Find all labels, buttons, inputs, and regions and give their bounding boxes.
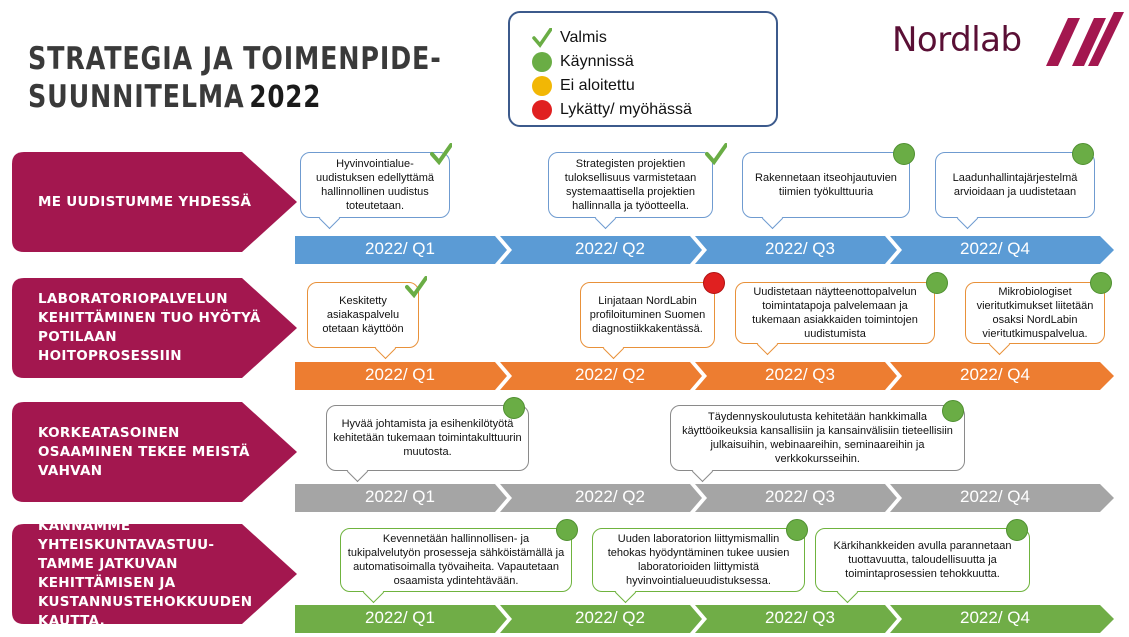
timeline-row-4: 2022/ Q1 2022/ Q2 2022/ Q3 2022/ Q4 (295, 605, 1115, 633)
nordlab-logo: Nordlab (892, 10, 1124, 70)
green-dot-icon (1072, 143, 1094, 165)
quarter-label: 2022/ Q1 (365, 365, 435, 384)
task-bubble: Kärkihankkeiden avulla parannetaan tuott… (815, 528, 1030, 592)
green-dot-icon (893, 143, 915, 165)
legend-item-delayed: Lykätty/ myöhässä (532, 99, 692, 121)
quarter-label: 2022/ Q3 (765, 608, 835, 627)
title-line-1: STRATEGIA JA TOIMENPIDE- (28, 41, 442, 77)
task-bubble: Keskitetty asiakaspalvelu otetaan käyttö… (307, 282, 419, 348)
quarter-label: 2022/ Q1 (365, 487, 435, 506)
task-bubble: Hyvää johtamista ja esihenkilötyötä kehi… (326, 405, 529, 471)
quarter-label: 2022/ Q4 (960, 239, 1030, 258)
green-dot-icon (503, 397, 525, 419)
title-line-2: SUUNNITELMA (28, 79, 245, 115)
green-dot-icon (942, 400, 964, 422)
task-bubble: Strategisten projektien tuloksellisuus v… (548, 152, 713, 218)
quarter-label: 2022/ Q4 (960, 365, 1030, 384)
task-bubble: Uudistetaan näytteenottopalvelun toimint… (735, 282, 935, 344)
quarter-label: 2022/ Q3 (765, 365, 835, 384)
green-dot-icon (786, 519, 808, 541)
task-bubble: Mikrobiologiset vieritutkimukset liitetä… (965, 282, 1105, 344)
row-label-2: LABORATORIOPALVELUN KEHITTÄMINEN TUO HYÖ… (12, 278, 297, 378)
check-icon (705, 143, 727, 165)
task-bubble: Täydennyskoulutusta kehitetään hankkimal… (670, 405, 965, 471)
check-icon (405, 276, 427, 298)
green-dot-icon (532, 52, 552, 72)
task-bubble: Hyvinvointialue-uudistuksen edellyttämä … (300, 152, 450, 218)
title-year: 2022 (249, 80, 322, 115)
legend-item-not-started: Ei aloitettu (532, 75, 635, 97)
check-icon (430, 143, 452, 165)
quarter-label: 2022/ Q2 (575, 487, 645, 506)
row-label-4: KANNAMME YHTEISKUNTAVASTUU-TAMME JATKUVA… (12, 518, 297, 629)
task-bubble: Linjataan NordLabin profiloituminen Suom… (580, 282, 715, 348)
green-dot-icon (1006, 519, 1028, 541)
task-bubble: Laadunhallintajärjestelmä arvioidaan ja … (935, 152, 1095, 218)
red-dot-icon (703, 272, 725, 294)
task-bubble: Rakennetaan itseohjautuvien tiimien työk… (742, 152, 910, 218)
yellow-dot-icon (532, 76, 552, 96)
status-legend: Valmis Käynnissä Ei aloitettu Lykätty/ m… (508, 11, 778, 127)
check-icon (532, 28, 552, 48)
red-dot-icon (532, 100, 552, 120)
quarter-label: 2022/ Q2 (575, 365, 645, 384)
row-label-3: KORKEATASOINEN OSAAMINEN TEKEE MEISTÄ VA… (12, 402, 297, 502)
timeline-row-1: 2022/ Q1 2022/ Q2 2022/ Q3 2022/ Q4 (295, 236, 1115, 264)
quarter-label: 2022/ Q2 (575, 608, 645, 627)
timeline-row-2: 2022/ Q1 2022/ Q2 2022/ Q3 2022/ Q4 (295, 362, 1115, 390)
task-bubble: Uuden laboratorion liittymismallin tehok… (592, 528, 805, 592)
task-bubble: Kevennetään hallinnollisen- ja tukipalve… (340, 528, 572, 592)
logo-mark-icon (1046, 12, 1124, 66)
green-dot-icon (556, 519, 578, 541)
timeline-row-3: 2022/ Q1 2022/ Q2 2022/ Q3 2022/ Q4 (295, 484, 1115, 512)
quarter-label: 2022/ Q1 (365, 239, 435, 258)
quarter-label: 2022/ Q3 (765, 487, 835, 506)
row-label-1: ME UUDISTUMME YHDESSÄ (12, 152, 297, 252)
legend-item-in-progress: Käynnissä (532, 51, 634, 73)
quarter-label: 2022/ Q4 (960, 487, 1030, 506)
quarter-label: 2022/ Q3 (765, 239, 835, 258)
legend-item-done: Valmis (532, 27, 607, 49)
green-dot-icon (1090, 272, 1112, 294)
quarter-label: 2022/ Q1 (365, 608, 435, 627)
green-dot-icon (926, 272, 948, 294)
quarter-label: 2022/ Q2 (575, 239, 645, 258)
quarter-label: 2022/ Q4 (960, 608, 1030, 627)
